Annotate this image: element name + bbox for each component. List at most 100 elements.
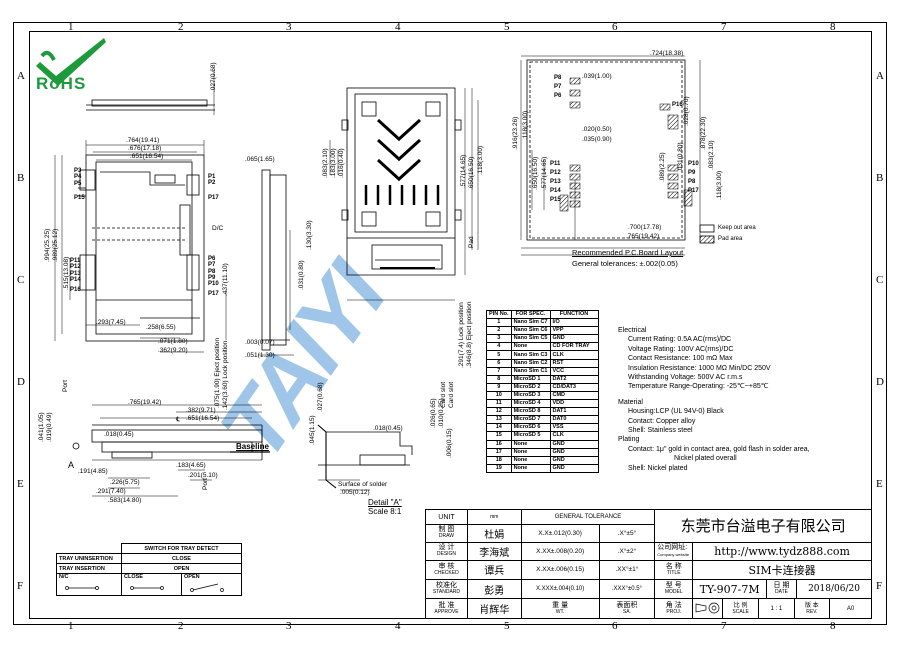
dim-front-4: .018(0.45) — [104, 431, 134, 438]
pin-number-cell: 16 — [486, 439, 512, 449]
pin-label: P13 — [70, 270, 81, 277]
pin-label: P8 — [554, 75, 562, 81]
pin-table-header: FUNCTION — [549, 309, 599, 320]
pin-label: P8 — [208, 268, 216, 275]
dim-left-8: .293(7.45) — [96, 319, 126, 326]
pin-spec-cell: MicroSD 2 — [510, 382, 551, 392]
tb-design-cn: 设 计 — [438, 544, 455, 552]
pin-spec-cell: MicroSD 6 — [510, 423, 551, 433]
dim-left-3: .676(17.18) — [128, 145, 162, 152]
tb-model-cn: 型 号 — [665, 582, 682, 590]
tb-scale-cn: 比 例 — [733, 602, 748, 609]
tb-unit-value: mm — [466, 508, 522, 526]
pin-function-cell: DAT2 — [549, 374, 599, 384]
pin-labels-top-left: P3 P4 P5 P15 — [74, 168, 85, 201]
pin-spec-cell: None — [510, 463, 551, 473]
pin-number-cell: 2 — [486, 326, 512, 336]
tb-surface-en: SA. — [622, 608, 631, 615]
drawing-inner-frame — [29, 31, 872, 619]
pin-function-cell: CMD — [549, 390, 599, 401]
specifications-block: Electrical Current Rating: 0.5A AC(rms)/… — [618, 326, 810, 473]
lock-position-center: .291(7.4) Lock position — [458, 302, 465, 368]
pin-label: P9 — [208, 274, 216, 281]
dim-left-6: .989(25.12) — [52, 228, 59, 262]
rohs-text: RoHS — [36, 74, 87, 93]
tb-website-url[interactable]: http://www.tydz888.com — [692, 541, 872, 562]
detail-dim-7: .005(0.12) — [340, 489, 370, 496]
pcb-tolerance-note: General tolerances: ±.002(0.05) — [572, 259, 678, 268]
dim-left-5: .994(25.25) — [44, 228, 51, 262]
tb-draw-en: DRAW — [438, 533, 454, 540]
pin-label: P17 — [688, 188, 699, 194]
pin-label: P5 — [74, 180, 82, 187]
pin-function-cell: DAT1 — [549, 407, 599, 417]
switch-close-label: CLOSE — [124, 574, 143, 580]
tb-date-value: 2018/06/20 — [796, 578, 872, 600]
spec-current: Current Rating: 0.5A AC(rms)/DC — [628, 336, 732, 344]
zone-row-e: E — [17, 478, 24, 490]
tb-date-cn: 日 期 — [773, 582, 790, 590]
detail-scale: Scale 8:1 — [368, 507, 402, 516]
tb-unit-label: UNIT — [425, 508, 468, 526]
tb-approve-en: APPROVE — [434, 608, 459, 615]
pin-function-cell: VSS — [549, 423, 599, 433]
dc-label: D/C — [212, 225, 224, 232]
pin-function-cell: GND — [549, 463, 599, 473]
pin-table-header: FOR SPEC. — [510, 309, 551, 320]
switch-row-label: TRAY INSERTION — [56, 563, 122, 574]
detail-dim-2: .027(0.68) — [317, 382, 324, 412]
zone-col-7: 7 — [721, 21, 727, 33]
detail-dim-4: .026(0.65) — [430, 398, 437, 428]
switch-nc-cell: N/C — [56, 573, 122, 596]
tb-checked-cn: 审 核 — [438, 562, 455, 570]
dim-front-7: .191(4.85) — [78, 468, 108, 475]
eject-position-label: .075(1.90) Eject position — [214, 337, 221, 408]
pin-table-header: PIN No. — [486, 309, 512, 320]
zone-col-2-bottom: 2 — [178, 620, 184, 632]
tb-tol-3: X.XX±.006(0.15) — [520, 560, 600, 580]
pin-label: P7 — [208, 262, 216, 269]
dim-front-11: .291(7.40) — [96, 488, 126, 495]
title-block: UNIT mm GENERAL TOLERANCE 东莞市台溢电子有限公司 制 … — [425, 508, 872, 619]
dim-left-12: .437(11.10) — [222, 263, 229, 296]
detail-dim-3: .018(0.45) — [373, 425, 403, 432]
pin-labels-mid-left: P11 P12 P13 P14 P16 — [70, 258, 81, 293]
dim-left-13: .065(1.65) — [245, 156, 275, 163]
tb-tol-4: X.XXX±.004(0.10) — [520, 578, 600, 600]
pin-table-header-row: PIN No. FOR SPEC. FUNCTION — [486, 309, 599, 320]
spec-insulation: Insulation Resistance: 1000 MΩ Min/DC 25… — [628, 364, 771, 372]
switch-open-cell: OPEN — [181, 573, 242, 596]
dim-center-6: .118(3.00) — [477, 145, 484, 175]
dim-left-4: .651(16.54) — [130, 153, 164, 160]
pin-function-cell: VDD — [549, 399, 599, 409]
zone-col-1: 1 — [68, 21, 74, 33]
pin-label: P16 — [70, 287, 81, 294]
pin-spec-cell: Nano Sim C3 — [510, 350, 551, 360]
tb-checked-name: 谭兵 — [466, 560, 522, 580]
dim-left-9: .258(6.55) — [146, 324, 176, 331]
pin-number-cell: 19 — [486, 463, 512, 473]
dim-center-1: .083(2.10) — [322, 148, 329, 178]
pin-function-cell: CD FOR TRAY — [549, 342, 599, 352]
pin-spec-cell: Nano Sim C1 — [510, 366, 551, 376]
projection-symbol-icon — [695, 602, 720, 614]
dim-center-3: .016(0.40) — [338, 148, 345, 178]
zone-col-7-bottom: 7 — [721, 620, 727, 632]
keep-out-area-label: Keep out area — [718, 225, 756, 231]
tb-model-value: TY-907-7M — [692, 578, 768, 600]
detail-dim-1: .045(1.15) — [309, 415, 316, 445]
pcb-dim-10: .878(22.30) — [700, 116, 707, 150]
tb-checked-en: CHECKED — [434, 569, 459, 576]
tb-tol-2: X.XX±.008(0.20) — [520, 541, 600, 562]
dim-left-17: .130(3.30) — [306, 220, 313, 250]
spec-contact-resistance: Contact Resistance: 100 mΩ Max — [628, 355, 733, 363]
switch-nc-symbol — [65, 586, 99, 590]
